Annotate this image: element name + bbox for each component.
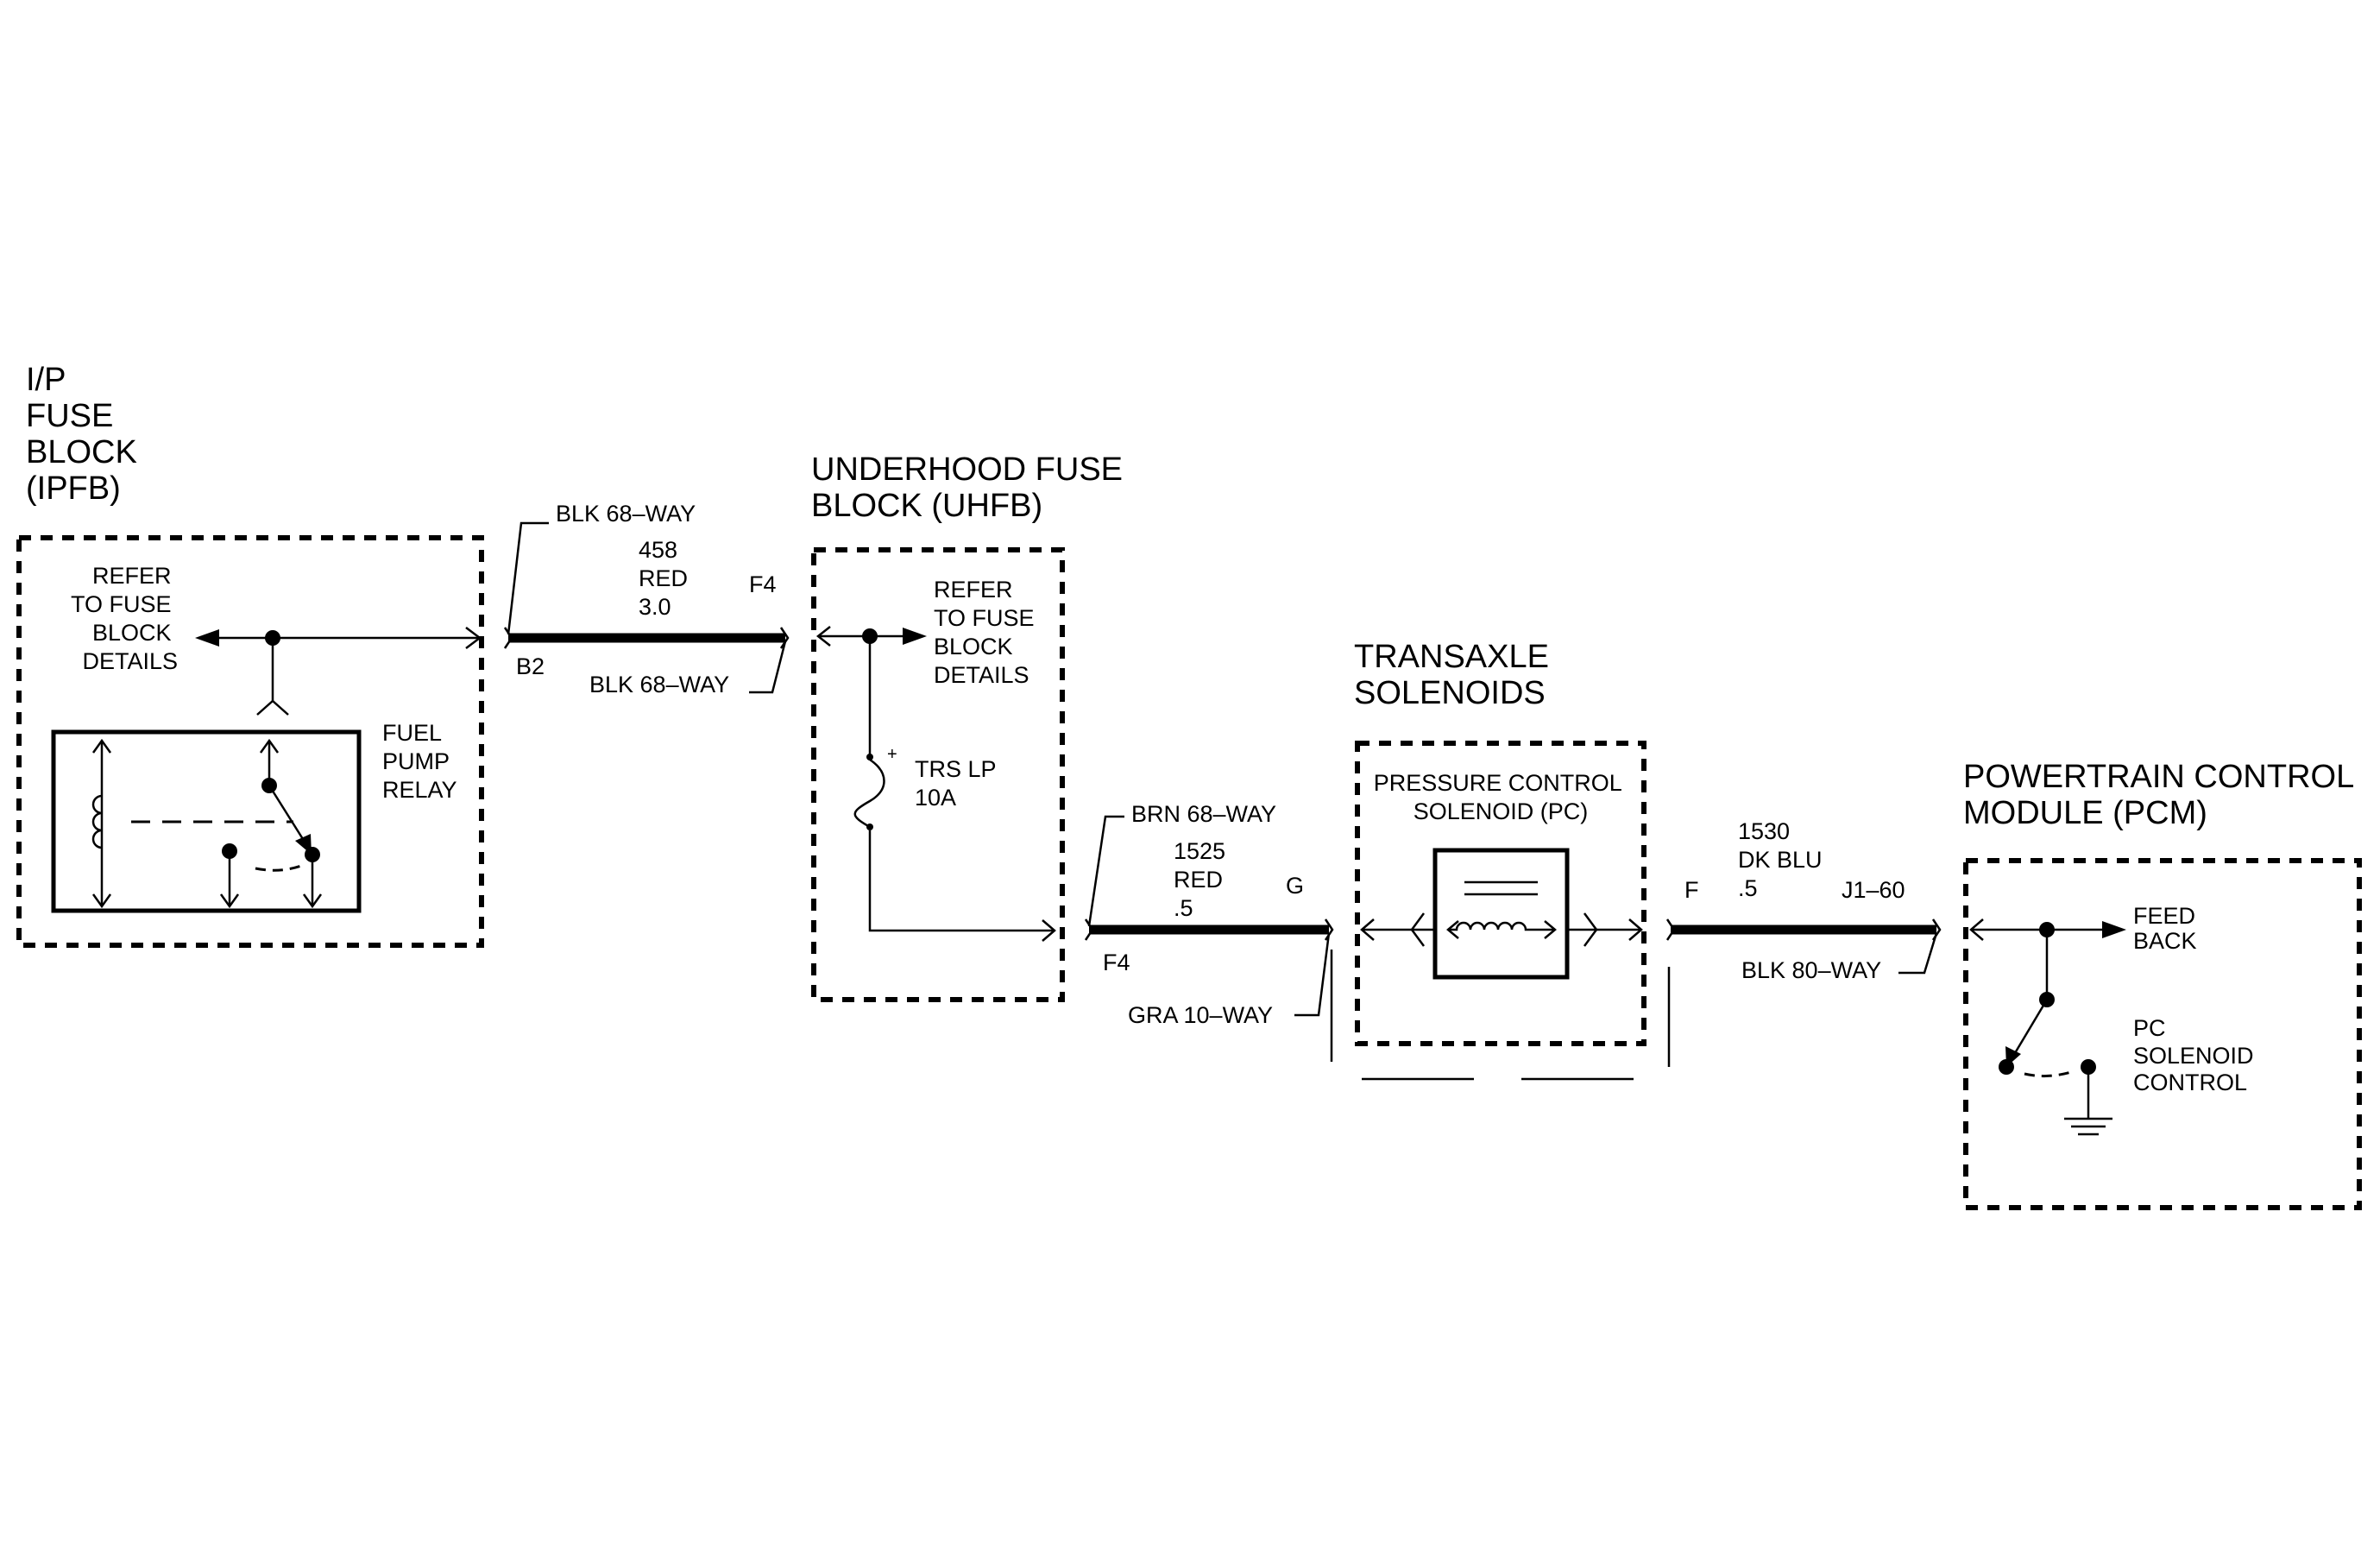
pc-solenoid-right-arrow-icon <box>1628 918 1643 941</box>
wire-1530-bottom-leader <box>1898 932 1938 975</box>
wire-458-bottom-connector: BLK 68–WAY <box>589 672 729 697</box>
wire-1525-left-pin: F4 <box>1103 950 1130 975</box>
relay-coil-icon <box>91 794 103 849</box>
wire-1530-bottom-connector: BLK 80–WAY <box>1741 957 1881 983</box>
relay-contact-right-arrow-icon <box>302 893 323 909</box>
transaxle-title: TRANSAXLE SOLENOIDS <box>1354 639 1558 711</box>
ipfb-refer-label: REFER TO FUSE BLOCK DETAILS <box>71 563 178 674</box>
pcm-title: POWERTRAIN CONTROL MODULE (PCM) <box>1963 759 2362 831</box>
wire-458-right-terminal-icon <box>779 627 790 649</box>
transaxle-harness-bracket <box>1330 950 1671 1081</box>
relay-switch-arm-line <box>268 785 309 847</box>
pcm-section: POWERTRAIN CONTROL MODULE (PCM) FEED BAC… <box>1963 759 2362 1210</box>
wire-458-spec: 458 RED 3.0 <box>639 537 695 620</box>
wire-458-left-terminal-icon <box>503 627 513 649</box>
ipfb-dashed-box <box>16 535 484 948</box>
wire-1525-bottom-connector: GRA 10–WAY <box>1128 1002 1273 1028</box>
pcm-control-label: PC SOLENOID CONTROL <box>2133 1015 2260 1095</box>
uhfb-output-arrow-icon <box>1042 919 1056 942</box>
ipfb-section: I/P FUSE BLOCK (IPFB) REFER TO FUSE BLOC… <box>16 362 484 948</box>
wire-1525-spec: 1525 RED .5 <box>1174 838 1232 921</box>
fuse-plus-label: + <box>887 745 897 764</box>
wire-1525-left-terminal-icon <box>1084 918 1094 941</box>
wire-1525-bottom-leader <box>1294 932 1331 1017</box>
wire-1530-left-pin: F <box>1684 877 1699 903</box>
relay-switch-top-arrow-icon <box>259 738 280 754</box>
fuse-icon <box>853 758 885 829</box>
wire-458-bottom-leader <box>749 641 787 694</box>
ipfb-relay-connector-icon <box>256 699 289 716</box>
wire-1530: 1530 DK BLU .5 F J1–60 BLK 80–WAY <box>1665 818 1942 983</box>
ipfb-refer-arrow-icon <box>195 629 219 647</box>
pc-solenoid-right-inner-arrow-icon <box>1544 920 1557 939</box>
pc-solenoid-box <box>1432 848 1570 980</box>
fuse-bottom-terminal-dot <box>866 824 873 830</box>
pcm-switch-arm-line <box>2011 999 2049 1058</box>
wire-1530-spec: 1530 DK BLU .5 <box>1738 818 1829 901</box>
ipfb-title: I/P FUSE BLOCK (IPFB) <box>26 362 146 507</box>
uhfb-title: UNDERHOOD FUSE BLOCK (UHFB) <box>811 451 1132 524</box>
pc-solenoid-left-arrow-icon <box>1360 918 1375 941</box>
uhfb-section: UNDERHOOD FUSE BLOCK (UHFB) REFER TO FUS… <box>811 451 1132 1002</box>
pcm-switch-dashed-arc <box>2024 1070 2072 1078</box>
relay-coil-top-arrow-icon <box>91 738 112 754</box>
wire-1525-right-pin: G <box>1286 873 1304 899</box>
pc-solenoid-coil-icon <box>1448 921 1555 931</box>
uhfb-refer-label: REFER TO FUSE BLOCK DETAILS <box>934 577 1041 688</box>
uhfb-refer-arrow-icon <box>903 628 927 645</box>
wire-458-top-connector: BLK 68–WAY <box>556 501 696 527</box>
transaxle-section: TRANSAXLE SOLENOIDS PRESSURE CONTROL SOL… <box>1330 639 1671 1081</box>
wire-1530-right-pin: J1–60 <box>1842 877 1905 903</box>
pcm-feedback-arrow-icon <box>2102 921 2126 938</box>
pc-solenoid-left-inner-arrow-icon <box>1446 920 1459 939</box>
wire-458-right-pin: F4 <box>749 571 777 597</box>
wire-458-top-leader <box>507 521 549 635</box>
relay-contact-left-arrow-icon <box>219 893 240 909</box>
ipfb-output-arrow-icon <box>465 627 482 649</box>
wire-458-left-pin: B2 <box>516 653 545 679</box>
pcm-feedback-label: FEED BACK <box>2133 903 2202 954</box>
fuse-label: TRS LP 10A <box>915 756 1003 811</box>
uhfb-dashed-box <box>811 547 1065 1002</box>
wire-1530-left-terminal-icon <box>1665 918 1676 941</box>
pcm-switch-contact-dot <box>1999 1059 2014 1075</box>
wire-458: BLK 68–WAY 458 RED 3.0 F4 B2 BLK 68–WAY <box>503 501 790 697</box>
pcm-dashed-box <box>1963 858 2362 1210</box>
relay-coil-bottom-arrow-icon <box>91 893 112 909</box>
fuel-pump-relay-box <box>51 729 362 913</box>
fuse-top-terminal-dot <box>866 754 873 760</box>
wire-1525: BRN 68–WAY 1525 RED .5 G F4 GRA 10–WAY <box>1084 801 1334 1028</box>
wire-1525-top-connector: BRN 68–WAY <box>1131 801 1276 827</box>
pc-solenoid-label: PRESSURE CONTROL SOLENOID (PC) <box>1374 770 1628 824</box>
transaxle-dashed-box <box>1355 741 1646 1046</box>
wire-1525-top-leader <box>1087 815 1124 927</box>
uhfb-output-line <box>868 830 1055 932</box>
pc-solenoid-right-connector-icon <box>1583 912 1598 947</box>
fuel-pump-relay-label: FUEL PUMP RELAY <box>382 720 457 803</box>
relay-contact-dashed-arc <box>255 863 305 872</box>
pc-solenoid-left-connector-icon <box>1410 912 1426 947</box>
